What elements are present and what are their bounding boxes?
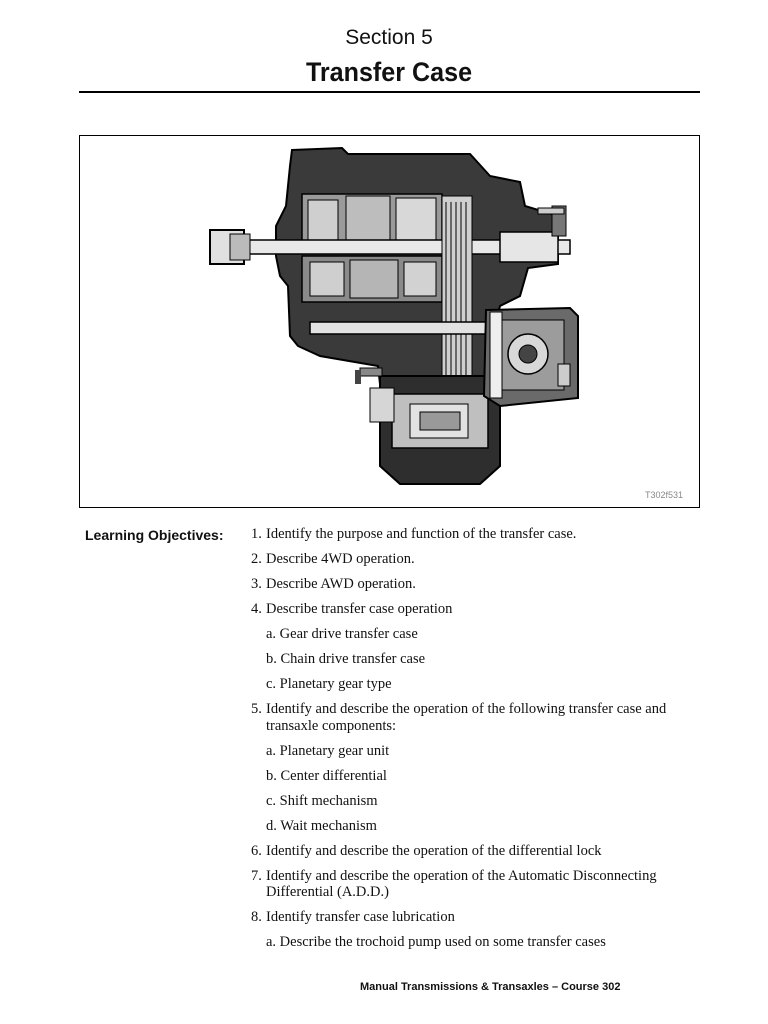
- figure-code: T302f531: [644, 490, 683, 500]
- item-number: 5.: [251, 701, 262, 717]
- list-item: 1.Identify the purpose and function of t…: [251, 526, 711, 543]
- list-item: 5.Identify and describe the operation of…: [251, 701, 711, 734]
- item-text: Describe 4WD operation.: [266, 551, 415, 567]
- sub-list-item: b. Chain drive transfer case: [266, 651, 426, 667]
- sub-list-item: c. Shift mechanism: [266, 792, 378, 809]
- sub-list-item: a. Gear drive transfer case: [266, 626, 418, 642]
- page-footer: Manual Transmissions & Transaxles – Cour…: [360, 981, 621, 993]
- title-rule: [79, 91, 700, 93]
- item-number: 8.: [251, 909, 262, 925]
- list-item: 6.Identify and describe the operation of…: [251, 843, 711, 860]
- list-item: 4.Describe transfer case operation: [251, 601, 711, 618]
- list-item: 8.Identify transfer case lubrication: [251, 909, 711, 926]
- sub-list-item: a. Planetary gear unit: [266, 742, 390, 759]
- sub-list-item: d. Wait mechanism: [266, 817, 377, 834]
- item-text: Identify and describe the operation of t…: [266, 701, 667, 734]
- item-text: Identify and describe the operation of t…: [266, 867, 657, 901]
- item-number: 6.: [251, 842, 262, 859]
- section-label: Section 5: [345, 26, 433, 49]
- item-number: 7.: [251, 867, 262, 884]
- page-title: Transfer Case: [305, 57, 473, 87]
- list-item: 2.Describe 4WD operation.: [251, 551, 711, 568]
- item-text: Identify transfer case lubrication: [266, 909, 455, 925]
- item-text: Identify and describe the operation of t…: [266, 842, 602, 859]
- transfer-case-illustration: [209, 146, 579, 485]
- learning-objectives-heading: Learning Objectives:: [85, 527, 224, 543]
- item-number: 1.: [251, 526, 262, 542]
- item-number: 3.: [251, 576, 262, 592]
- learning-objectives-list: 1.Identify the purpose and function of t…: [251, 526, 711, 959]
- item-number: 2.: [251, 551, 262, 567]
- sub-list-item: c. Planetary gear type: [266, 676, 392, 692]
- item-text: Identify the purpose and function of the…: [266, 526, 577, 542]
- list-item: 7.Identify and describe the operation of…: [251, 868, 711, 901]
- item-text: Describe AWD operation.: [266, 576, 416, 592]
- sub-list-item: a. Describe the trochoid pump used on so…: [266, 934, 606, 950]
- item-number: 4.: [251, 601, 262, 617]
- figure-frame: T302f531: [79, 135, 700, 508]
- item-text: Describe transfer case operation: [266, 601, 453, 617]
- list-item: 3.Describe AWD operation.: [251, 576, 711, 593]
- sub-list-item: b. Center differential: [266, 767, 387, 784]
